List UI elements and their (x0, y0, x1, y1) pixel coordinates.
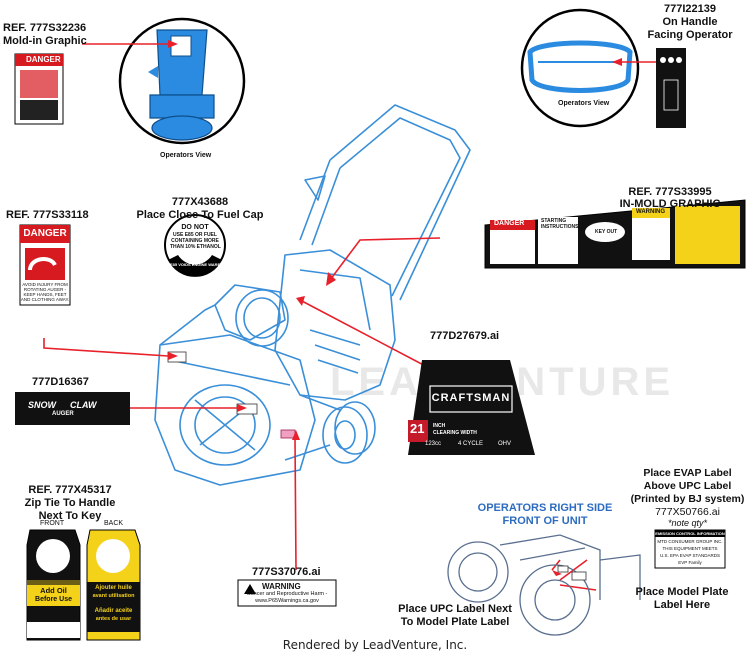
snow-claw-snow: SNOW (28, 400, 56, 410)
danger-label-note: AVOID INJURY FROM ROTATING AUGER - KEEP … (20, 282, 70, 302)
model-plate-line-2: Label Here (653, 599, 711, 611)
upc-note-line-1: Place UPC Label Next (398, 603, 512, 615)
mold-in-graphic-label: Mold-in Graphic (3, 35, 87, 47)
ref-777x45317-label: REF. 777X45317 (28, 484, 112, 496)
fuel-label-line-4: THAN 10% ETHANOL (170, 244, 221, 250)
evap-part-number: 777X50766.ai (655, 506, 720, 518)
evap-line-3: (Printed by BJ system) (630, 493, 745, 505)
callout-lines (43, 43, 658, 591)
fuel-label-line-1: DO NOT (181, 224, 209, 231)
prop65-warning-word: WARNING (262, 582, 301, 591)
tag-front-line-1: Add Oil (40, 586, 67, 595)
tag-back-line-1: Ajouter huile (95, 585, 132, 591)
model-plate-line-1: Place Model Plate (635, 586, 729, 598)
handle-outline (527, 40, 633, 93)
emission-line-1: EMISSION CONTROL INFORMATION (655, 531, 725, 536)
tag-back-line-3: Añadir aceite (94, 608, 133, 614)
craftsman-inch: INCH (433, 423, 446, 429)
evap-line-2: Above UPC Label (643, 480, 732, 492)
fuel-cap-note: Place Close To Fuel Cap (136, 209, 264, 221)
operators-right-side-line-1: OPERATORS RIGHT SIDE (477, 502, 613, 514)
prop65-line-3: www.P65Warnings.ca.gov (255, 598, 319, 604)
right-side-unit-outline (447, 534, 641, 636)
ref-777i22139-label: 777I22139 (664, 3, 716, 15)
d16367-label: 777D16367 (32, 376, 89, 388)
callout-arrowheads (168, 40, 622, 576)
s37076-label: 777S37076.ai (252, 566, 321, 578)
in-mold-starting: STARTING INSTRUCTIONS (541, 218, 579, 230)
craftsman-size: 21 (410, 421, 425, 436)
on-handle-label: On Handle (662, 16, 718, 28)
handle-view-inset (520, 8, 640, 128)
operators-view-right-label: Operators View (558, 100, 610, 107)
craftsman-clearing: CLEARING WIDTH (433, 430, 477, 436)
emission-line-3: THIS EQUIPMENT MEETS (662, 546, 718, 551)
zip-tie-note: Zip Tie To Handle (24, 497, 116, 509)
tag-back-line-2: avant utilisation (92, 593, 135, 599)
tag-front-line-2: Before Use (35, 596, 72, 603)
mold-in-danger-word: DANGER (26, 55, 61, 64)
emission-line-2: MTD CONSUMER GROUP INC. (657, 539, 723, 544)
snowblower-outline (154, 104, 471, 486)
back-label: BACK (104, 520, 124, 527)
snow-claw-decal (15, 392, 130, 425)
ref-777s33995-label: REF. 777S33995 (628, 186, 712, 198)
prop65-line-2: Cancer and Reproductive Harm - (246, 591, 328, 597)
fuel-label-line-3: CONTAINING MORE (171, 238, 219, 244)
x43688-part-label: 777X43688 (171, 196, 229, 208)
evap-note-qty: *note qty* (667, 518, 708, 528)
oil-tag-back (86, 529, 141, 641)
emission-line-4: U.S. EPA EVAP STANDARDS (660, 553, 720, 558)
in-mold-danger-word: DANGER (494, 220, 525, 227)
next-to-key-note: Next To Key (38, 510, 102, 522)
craftsman-ohv: OHV (498, 441, 512, 447)
ref-777s33118-label: REF. 777S33118 (6, 209, 89, 221)
d27679-label: 777D27679.ai (430, 330, 500, 342)
evap-line-1: Place EVAP Label (643, 467, 732, 479)
emission-line-5: EVP Family (678, 560, 702, 565)
front-label: FRONT (40, 520, 65, 527)
tag-back-line-4: antes de usar (95, 616, 132, 622)
danger-label-word: DANGER (23, 228, 67, 239)
fuel-label-ring: E85 VOIDS ENGINE WARRANTY (170, 262, 232, 267)
ref-777s32236-label: REF. 777S32236 (3, 22, 87, 34)
facing-operator-label: Facing Operator (647, 29, 733, 41)
operators-view-left-label: Operators View (160, 152, 212, 159)
operators-right-side-line-2: FRONT OF UNIT (502, 515, 588, 527)
craftsman-cycle: 4 CYCLE (458, 441, 484, 447)
upc-note-line-2: To Model Plate Label (400, 616, 510, 628)
craftsman-brand: CRAFTSMAN (431, 392, 511, 404)
in-mold-graphic-label: IN-MOLD GRAPHIC (619, 198, 721, 210)
in-mold-key: KEY OUT (595, 229, 618, 235)
craftsman-cc: 123cc (425, 441, 442, 447)
fuel-label-line-2: USE E85 OR FUEL (173, 232, 217, 238)
footer-credit: Rendered by LeadVenture, Inc. (282, 638, 468, 652)
snow-claw-claw: CLAW (70, 400, 97, 410)
in-mold-warning-word: WARNING (636, 209, 665, 215)
oil-tag-front (26, 529, 81, 641)
snow-claw-auger: AUGER (52, 411, 74, 417)
machine-label-patch (280, 429, 296, 439)
